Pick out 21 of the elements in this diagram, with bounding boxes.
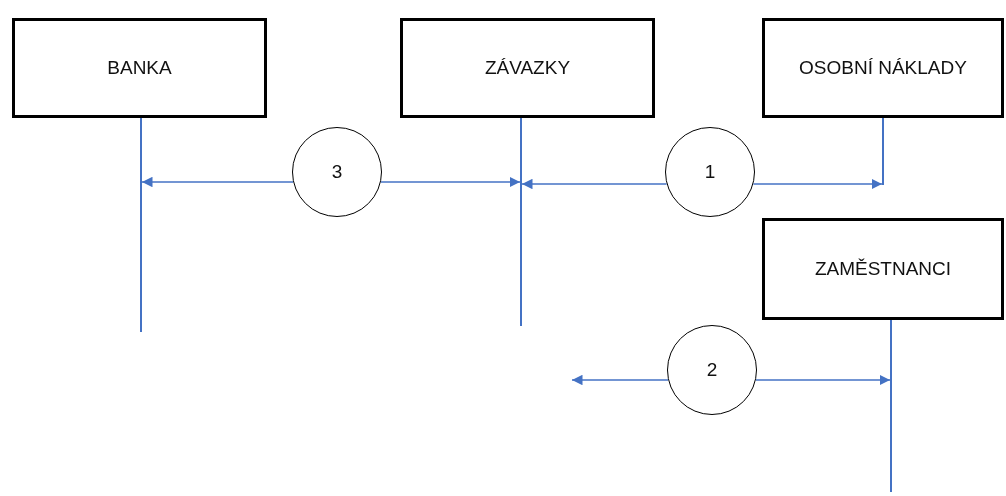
t-account-line [882, 118, 884, 185]
arrow [755, 374, 891, 386]
step-number: 1 [704, 161, 716, 183]
arrow [752, 178, 883, 190]
account-name: ZÁVAZKY [484, 57, 571, 79]
account-name: ZAMĚSTNANCI [814, 258, 952, 280]
t-account-line [140, 118, 142, 332]
arrow [521, 178, 668, 190]
t-account-line [890, 320, 892, 492]
account-box [762, 218, 1004, 320]
account-box [400, 18, 655, 118]
account-box [762, 18, 1004, 118]
account-name: OSOBNÍ NÁKLADY [799, 57, 967, 79]
step-number: 2 [706, 359, 718, 381]
arrow [571, 374, 669, 386]
t-account-line [520, 118, 522, 326]
arrow [380, 176, 521, 188]
account-name: BANKA [107, 57, 172, 79]
arrow [141, 176, 294, 188]
account-box [12, 18, 267, 118]
step-number: 3 [331, 161, 343, 183]
